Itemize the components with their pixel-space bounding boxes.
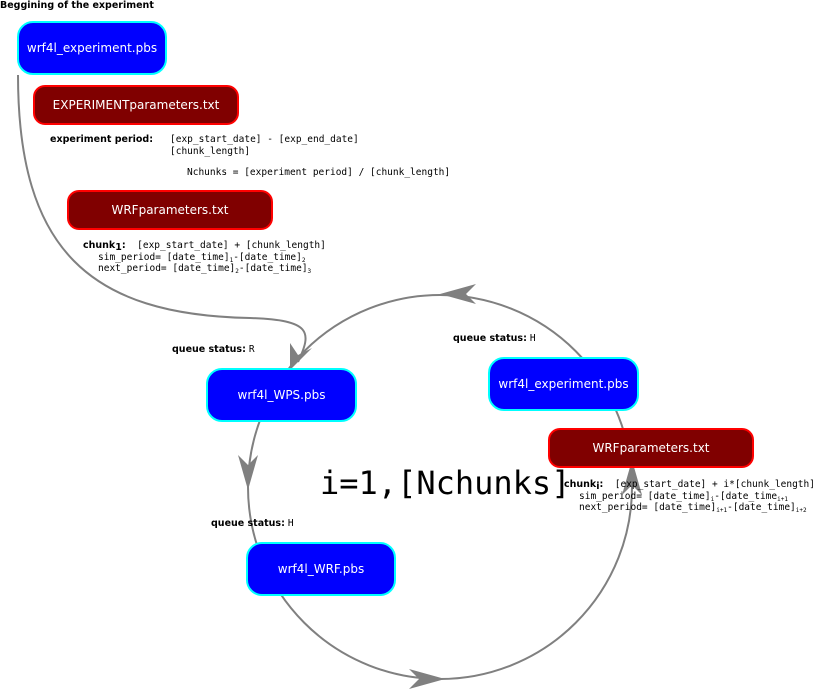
wrf-params-box-loop: WRFparameters.txt: [548, 428, 754, 468]
experiment-period-line1: [exp_start_date] - [exp_end_date]: [170, 134, 359, 145]
diagram-title: Beggining of the experiment: [0, 0, 154, 11]
experiment-job-box: wrf4l_experiment.pbs: [17, 21, 167, 75]
queue-status-wrf: queue status: H: [211, 518, 294, 529]
experiment-period-label: experiment period:: [50, 134, 154, 145]
wrf-job-box: wrf4l_WRF.pbs: [246, 542, 396, 596]
queue-status-experiment: queue status: H: [453, 333, 536, 344]
chunki-next-period: next_period= [date_time]i+1-[date_time]i…: [579, 502, 807, 514]
loop-arrowhead-left: [238, 455, 258, 490]
wps-job-box: wrf4l_WPS.pbs: [206, 368, 357, 422]
loop-label: i=1,[Nchunks]: [320, 464, 571, 502]
queue-status-wps: queue status: R: [172, 344, 255, 355]
experiment-params-box: EXPERIMENTparameters.txt: [33, 85, 239, 125]
loop-arrowhead-top: [440, 284, 476, 304]
chunki-definition: chunki: [exp_start_date] + i*[chunk_leng…: [564, 479, 815, 492]
entry-arrow-path: [17, 74, 307, 363]
chunk1-sim-period: sim_period= [date_time]1-[date_time]2: [98, 252, 306, 264]
loop-arrowhead-right: [622, 460, 642, 495]
loop-arrowhead-bottom: [409, 669, 445, 689]
chunk1-next-period: next_period= [date_time]2-[date_time]3: [98, 263, 312, 275]
chunki-sim-period: sim_period= [date_time]i-[date_timei+1: [579, 491, 788, 503]
experiment-period-line2: [chunk_length]: [170, 146, 251, 157]
wrf-params-box-top: WRFparameters.txt: [67, 190, 273, 230]
experiment-loop-job-box: wrf4l_experiment.pbs: [488, 357, 639, 411]
nchunks-formula: Nchunks = [experiment period] / [chunk_l…: [187, 167, 451, 178]
chunk1-definition: chunk1: [exp_start_date] + [chunk_length…: [83, 240, 326, 253]
entry-arrowhead: [290, 343, 312, 370]
